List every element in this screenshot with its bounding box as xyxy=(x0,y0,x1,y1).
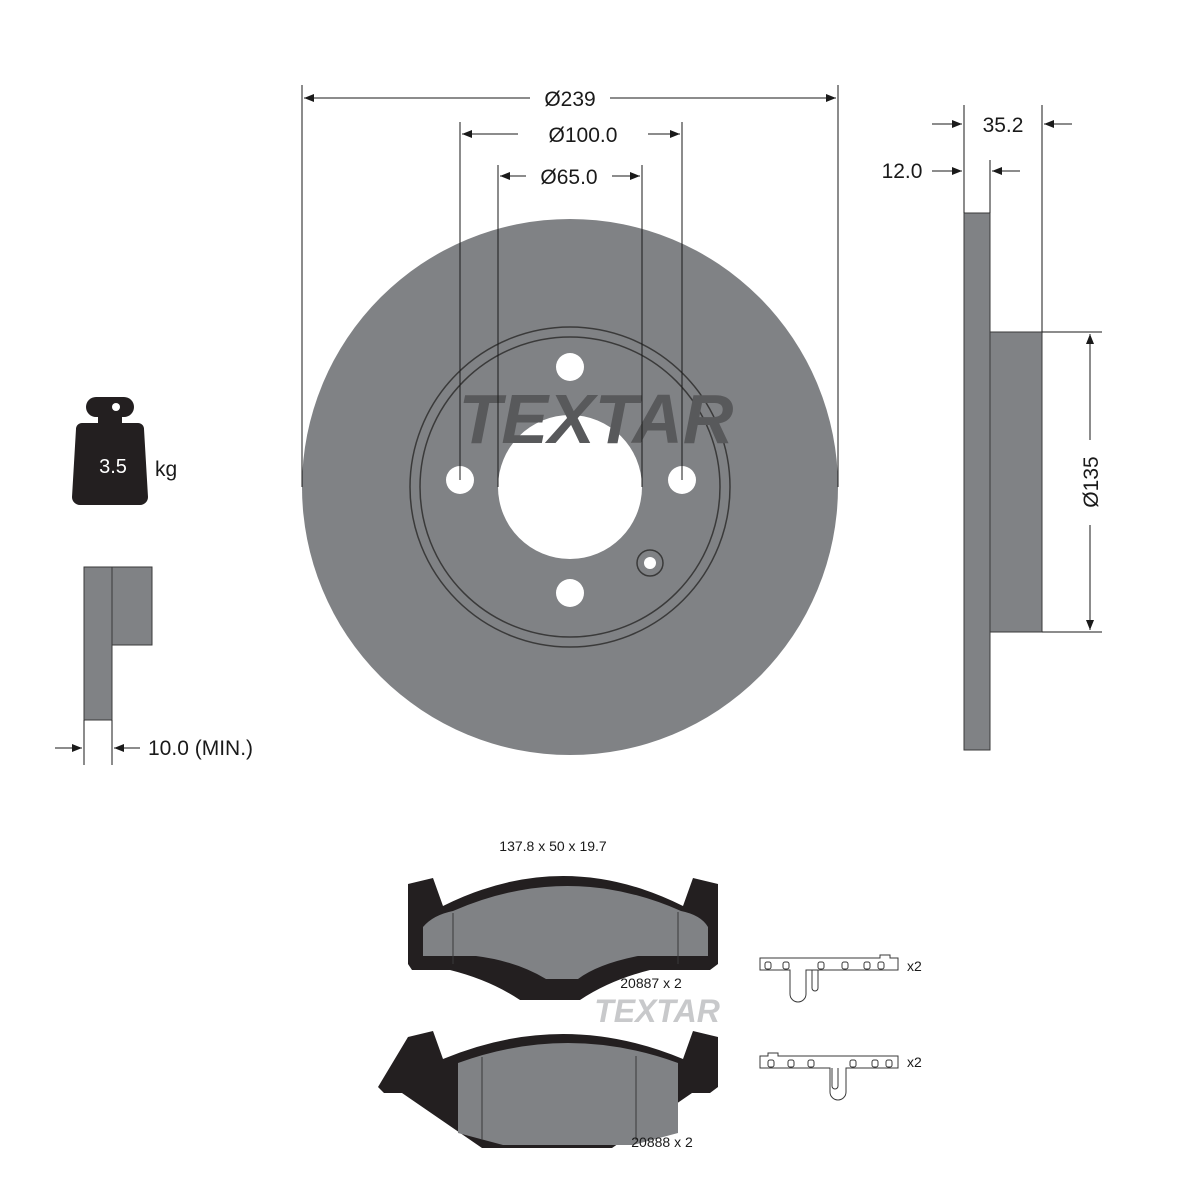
pad-logo: TEXTAR xyxy=(594,993,720,1029)
center-bore-label: Ø65.0 xyxy=(540,166,597,189)
locating-hole xyxy=(644,557,656,569)
disc-front-view: TEXTAR xyxy=(302,219,838,755)
thickness-label: 12.0 xyxy=(882,160,923,183)
weight-value: 3.5 xyxy=(99,456,127,478)
bolt-hole xyxy=(556,353,584,381)
disc-side-view xyxy=(963,212,1043,751)
clip-quantity: x2 xyxy=(907,1054,922,1070)
pad-dimensions: 137.8 x 50 x 19.7 xyxy=(499,838,607,854)
pad-part-number: 20887 x 2 xyxy=(620,975,682,991)
clip-icon xyxy=(759,954,899,1003)
height-label: 35.2 xyxy=(983,114,1024,137)
hat-diameter-label: Ø135 xyxy=(1080,456,1103,507)
clip-icon xyxy=(759,1052,899,1101)
clip-quantity: x2 xyxy=(907,958,922,974)
center-bore xyxy=(498,415,642,559)
weight-icon xyxy=(72,397,148,505)
outer-diameter-label: Ø239 xyxy=(544,88,595,111)
disc-logo: TEXTAR xyxy=(459,380,734,458)
weight-unit: kg xyxy=(155,458,177,481)
min-thickness-label: 10.0 (MIN.) xyxy=(148,737,253,760)
bolt-hole xyxy=(556,579,584,607)
min-thickness-icon xyxy=(55,566,153,765)
bolt-circle-label: Ø100.0 xyxy=(549,124,618,147)
brake-pad-20887 xyxy=(408,876,718,1000)
pad-part-number: 20888 x 2 xyxy=(631,1134,693,1150)
brake-pad-20888 xyxy=(378,1031,718,1148)
